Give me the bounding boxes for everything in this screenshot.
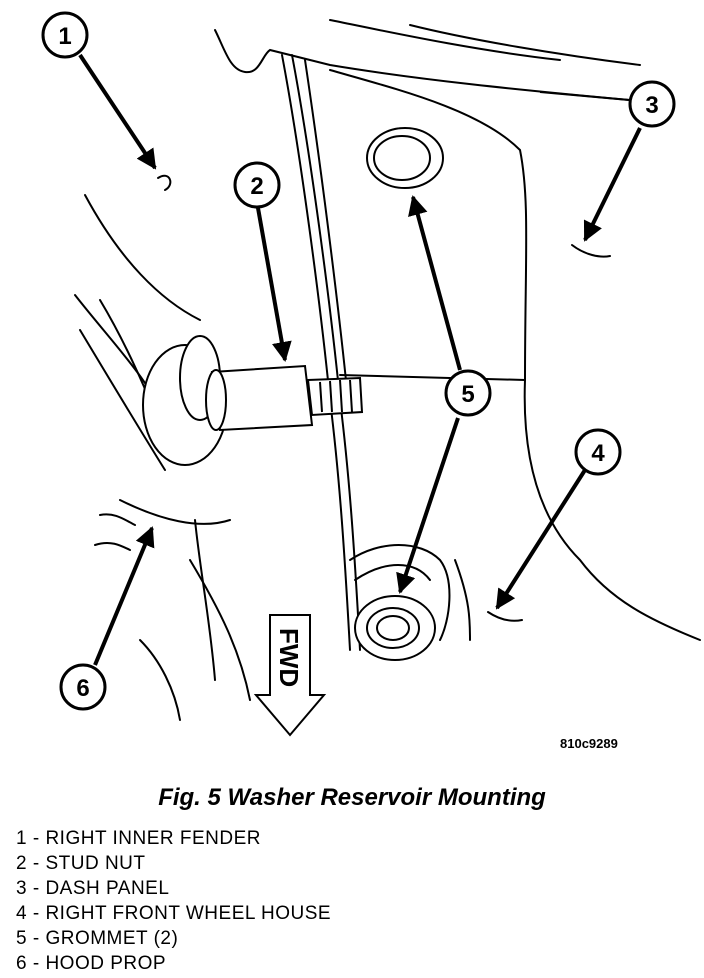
legend-item: 5 - GROMMET (2) [16, 928, 179, 949]
leader-5a [408, 195, 462, 371]
svg-text:6: 6 [76, 675, 89, 702]
leader-lines [78, 53, 642, 666]
leader-1 [78, 53, 157, 170]
stud-nut-graphic [142, 335, 364, 466]
callout-6: 6 [59, 663, 107, 711]
svg-text:3: 3 [645, 92, 658, 119]
grommet-upper [366, 127, 444, 189]
svg-text:4: 4 [591, 440, 605, 467]
legend-list: 1 - RIGHT INNER FENDER 2 - STUD NUT 3 - … [16, 826, 331, 976]
callout-1: 1 [41, 11, 89, 59]
leader-2 [256, 207, 292, 362]
callout-3: 3 [628, 80, 676, 128]
callout-4: 4 [574, 428, 622, 476]
washer-reservoir-diagram: FWD 1 2 3 4 5 6 [41, 11, 701, 737]
svg-text:5: 5 [461, 381, 474, 408]
leader-3 [583, 127, 642, 242]
legend-item: 1 - RIGHT INNER FENDER [16, 828, 262, 849]
callout-5: 5 [444, 369, 492, 417]
legend-item: 3 - DASH PANEL [16, 878, 170, 899]
leader-6 [93, 526, 155, 666]
figure-code: 810c9289 [560, 736, 618, 751]
leader-5b [396, 417, 460, 594]
legend-item: 6 - HOOD PROP [16, 953, 167, 974]
leader-4 [495, 468, 587, 610]
callout-2: 2 [233, 161, 281, 209]
legend-item: 2 - STUD NUT [16, 853, 146, 874]
svg-text:2: 2 [250, 173, 263, 200]
figure-caption: Fig. 5 Washer Reservoir Mounting [158, 784, 546, 811]
fwd-label: FWD [274, 628, 304, 687]
svg-text:1: 1 [58, 23, 71, 50]
legend-item: 4 - RIGHT FRONT WHEEL HOUSE [16, 903, 332, 924]
leader-3-tail [539, 91, 630, 101]
fwd-arrow: FWD [253, 614, 327, 737]
grommet-lower [354, 595, 436, 661]
